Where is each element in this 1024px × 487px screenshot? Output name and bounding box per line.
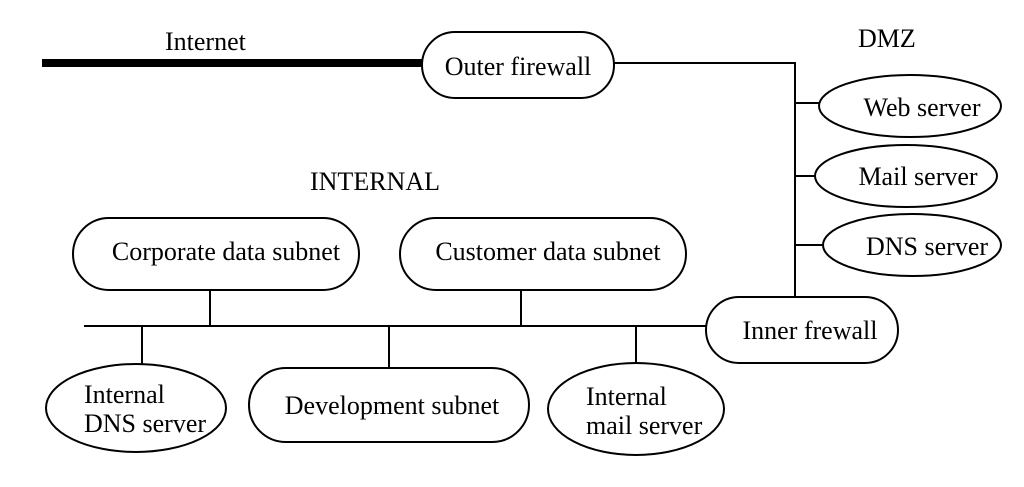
internal-mail-server-line-2: mail server (586, 411, 703, 440)
development-subnet-node: Development subnet (248, 367, 530, 443)
mail-server-node: Mail server (814, 144, 998, 208)
inner-firewall-node: Inner frewall (705, 296, 899, 364)
web-server-node: Web server (818, 74, 1002, 138)
internal-dns-server-line-1: Internal (84, 380, 165, 409)
corporate-data-subnet-label: Corporate data subnet (112, 237, 341, 266)
internal-dns-server-node: Internal DNS server (45, 363, 227, 453)
customer-data-subnet-node: Customer data subnet (399, 217, 687, 291)
dns-server-label: DNS server (866, 232, 988, 261)
corporate-data-subnet-node: Corporate data subnet (72, 217, 360, 291)
internal-mail-server-line-1: Internal (586, 382, 667, 411)
internet-label: Internet (165, 27, 247, 56)
internal-label: INTERNAL (310, 167, 440, 196)
dns-server-node: DNS server (822, 213, 1002, 277)
outer-firewall-node: Outer firewall (421, 31, 615, 99)
internal-mail-server-label: Internal mail server (586, 382, 703, 440)
outer-firewall-label: Outer firewall (445, 52, 592, 81)
customer-data-subnet-label: Customer data subnet (435, 237, 661, 266)
mail-server-label: Mail server (858, 162, 977, 191)
internal-dns-server-label: Internal DNS server (84, 380, 206, 438)
dmz-label: DMZ (858, 24, 916, 53)
web-server-label: Web server (863, 93, 980, 122)
inner-firewall-label: Inner frewall (743, 316, 878, 345)
internal-mail-server-node: Internal mail server (547, 362, 725, 456)
dmz-link (612, 62, 796, 298)
internal-dns-server-line-2: DNS server (84, 409, 206, 438)
development-subnet-label: Development subnet (285, 391, 500, 420)
